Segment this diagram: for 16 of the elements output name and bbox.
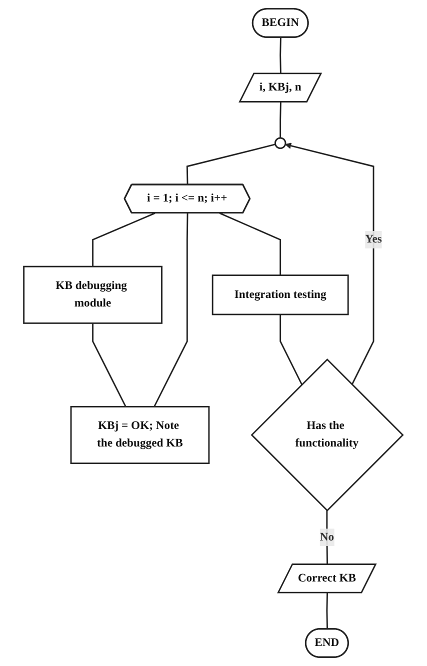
connector [280, 37, 282, 74]
connector [326, 592, 328, 630]
node-box: Integration testing [212, 274, 350, 316]
node-box: KBj = OK; Note the debugged KB [70, 406, 210, 464]
connector [280, 314, 303, 385]
connector [92, 212, 156, 267]
connector [92, 323, 127, 408]
arrow [285, 142, 374, 385]
edge-label: No [320, 530, 334, 544]
node-box: KB debugging module [23, 266, 163, 324]
edge-label: Yes [365, 233, 382, 246]
node-diamond: Has the functionality [250, 358, 404, 512]
connector [220, 212, 282, 276]
connector [186, 144, 276, 185]
connector [280, 102, 282, 138]
connector [154, 213, 188, 408]
